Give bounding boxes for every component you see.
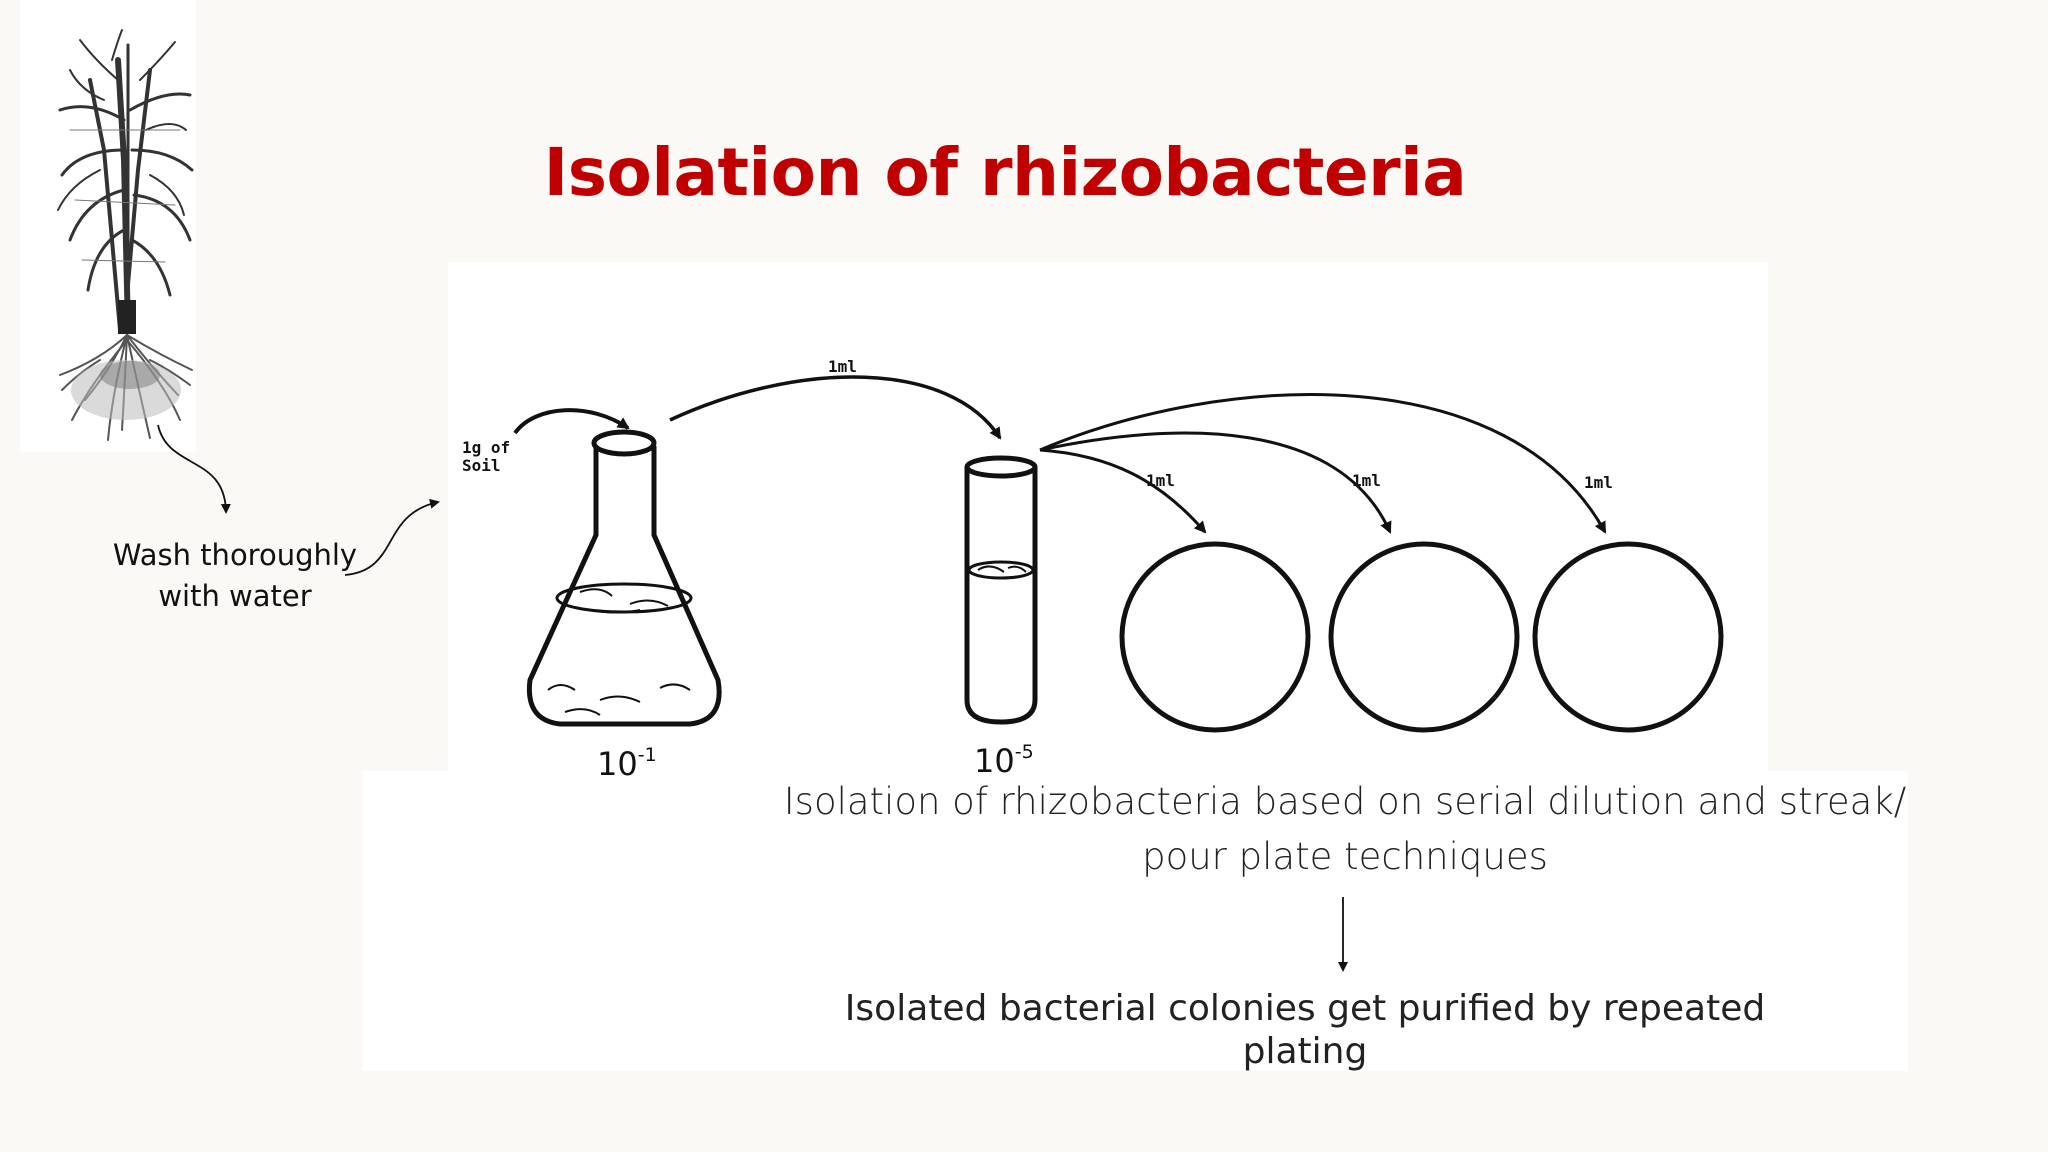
transfer-volume-label: 1ml	[828, 357, 857, 376]
tube-dilution-label: 10-5	[974, 741, 1034, 780]
arrow-plant-to-wash	[157, 424, 231, 514]
arrow-tube-to-plate-1	[1039, 448, 1207, 534]
result-caption: Isolated bacterial colonies get purified…	[844, 988, 1766, 1073]
petri-plate-2	[1328, 541, 1520, 733]
wash-label-line2: with water	[158, 579, 312, 613]
plant-illustration	[57, 29, 194, 441]
wash-label: Wash thoroughly with water	[110, 535, 360, 617]
arrow-soil-to-flask	[513, 408, 630, 435]
slide-title: Isolation of rhizobacteria	[543, 134, 1467, 211]
arrow-tube-to-plate-2	[1039, 431, 1392, 534]
diagram-panel	[448, 262, 1768, 782]
soil-label-line1: 1g of	[462, 438, 511, 457]
arrow-flask-to-tube	[669, 375, 1002, 440]
soil-label: 1g of Soil	[462, 439, 510, 475]
technique-caption-line2: pour plate techniques	[1142, 835, 1548, 878]
petri-plate-1	[1119, 541, 1311, 733]
arrow-wash-to-soil	[344, 498, 440, 576]
caption-panel	[363, 771, 1908, 1071]
technique-caption: Isolation of rhizobacteria based on seri…	[770, 774, 1920, 884]
plate-3-volume-label: 1ml	[1584, 473, 1613, 492]
soil-label-line2: Soil	[462, 456, 501, 475]
arrow-tube-to-plate-3	[1039, 393, 1607, 534]
flask-dilution-label: 10-1	[597, 744, 657, 783]
wash-label-line1: Wash thoroughly	[112, 538, 358, 572]
flask	[526, 429, 722, 727]
test-tube	[964, 455, 1038, 725]
petri-plate-3	[1532, 541, 1724, 733]
technique-caption-line1: Isolation of rhizobacteria based on seri…	[783, 780, 1907, 823]
plate-2-volume-label: 1ml	[1352, 471, 1381, 490]
plate-1-volume-label: 1ml	[1146, 471, 1175, 490]
